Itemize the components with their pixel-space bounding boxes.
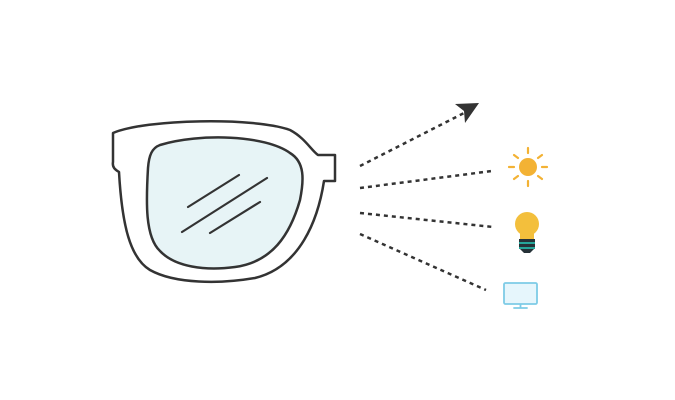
rays	[359, 111, 494, 292]
lens-glare-line-2	[180, 176, 269, 234]
ray-to-arrow	[359, 111, 465, 168]
glasses	[111, 120, 337, 284]
arrowhead-icon	[455, 103, 479, 123]
ray-to-monitor	[359, 232, 487, 292]
ray-to-sun	[359, 169, 493, 190]
sun-icon	[507, 146, 549, 188]
ray-to-bulb	[359, 211, 494, 229]
monitor-icon	[503, 282, 538, 309]
glasses-lens	[145, 136, 304, 270]
lens-glare-line-1	[186, 173, 241, 209]
light-bulb-icon	[515, 212, 539, 253]
lens-glare-line-3	[208, 200, 262, 235]
